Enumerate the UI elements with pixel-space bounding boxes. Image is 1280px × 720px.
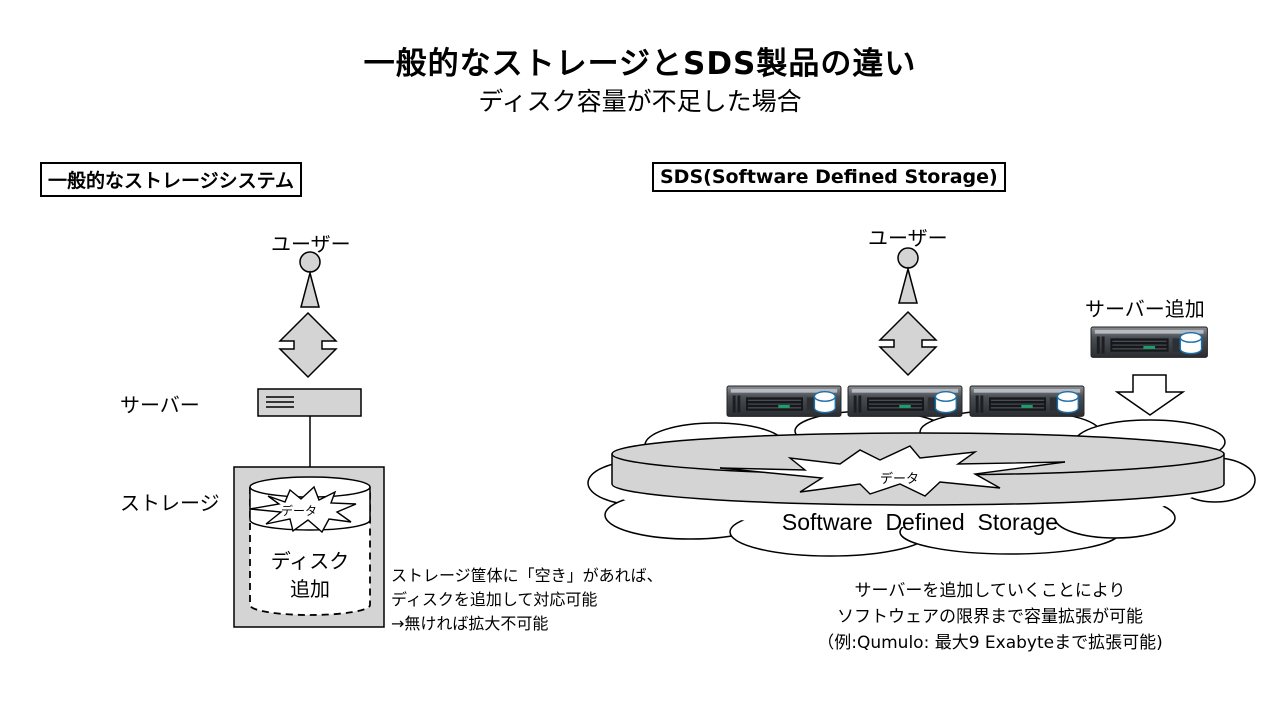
left-note-line: ディスクを追加して対応可能	[391, 590, 598, 609]
storage-label: ストレージ	[120, 491, 220, 515]
right-user-label: ユーザー	[868, 226, 948, 250]
disk-add-line1: ディスク	[270, 549, 350, 573]
right-section-header: SDS(Software Defined Storage)	[652, 162, 1006, 192]
page-subtitle: ディスク容量が不足した場合	[478, 87, 802, 116]
right-data-label: データ	[880, 472, 920, 487]
right-note: サーバーを追加していくことにより ソフトウェアの限界まで容量拡張が可能 （例:Q…	[760, 578, 1220, 656]
page-title: 一般的なストレージとSDS製品の違い	[363, 46, 917, 82]
sds-label: Software Defined Storage	[781, 509, 1059, 535]
server-add-label: サーバー追加	[1085, 297, 1205, 321]
right-user-icon	[897, 247, 919, 304]
left-note-line: ストレージ筐体に「空き」があれば、	[391, 566, 663, 585]
left-user-label: ユーザー	[271, 232, 351, 256]
server-label: サーバー	[120, 393, 200, 417]
left-note: ストレージ筐体に「空き」があれば、 ディスクを追加して対応可能 →無ければ拡大不…	[391, 564, 663, 636]
right-double-arrow-icon	[878, 310, 938, 377]
left-user-icon	[299, 251, 321, 308]
sds-server-1-icon	[726, 385, 842, 417]
down-arrow-icon	[1114, 374, 1186, 416]
right-note-line: （例:Qumulo: 最大9 Exabyteまで拡張可能)	[817, 633, 1163, 653]
left-double-arrow-icon	[278, 311, 338, 379]
added-server-icon	[1090, 326, 1208, 358]
right-note-line: ソフトウェアの限界まで容量拡張が可能	[837, 607, 1143, 627]
right-note-line: サーバーを追加していくことにより	[854, 581, 1126, 601]
left-data-burst-icon	[249, 485, 357, 534]
sds-server-2-icon	[847, 385, 963, 417]
sds-server-3-icon	[969, 385, 1085, 417]
left-data-label: データ	[281, 504, 318, 518]
left-section-header: 一般的なストレージシステム	[40, 162, 303, 197]
disk-add-line2: 追加	[290, 577, 330, 601]
right-data-burst-icon	[719, 445, 1066, 497]
left-server-icon	[257, 388, 362, 417]
left-note-line: →無ければ拡大不可能	[391, 614, 549, 633]
